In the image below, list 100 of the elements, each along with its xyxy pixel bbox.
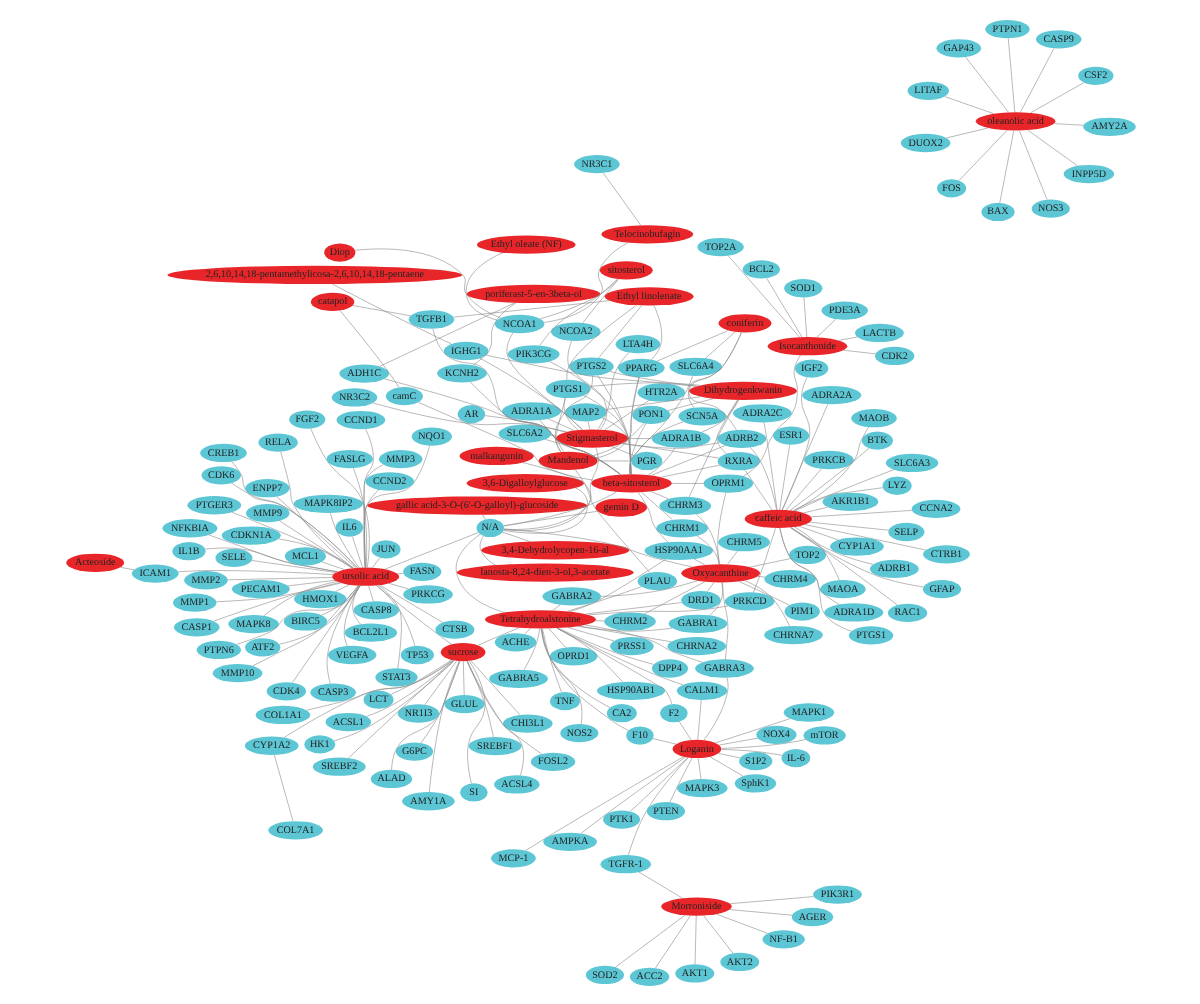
- connector: [568, 558, 665, 611]
- connector: [1006, 37, 1015, 112]
- connector: [389, 658, 451, 694]
- connector: [591, 422, 644, 456]
- connector: [334, 583, 349, 591]
- connector: [478, 534, 495, 565]
- connector: [565, 585, 641, 611]
- connector: [708, 581, 723, 615]
- connector: [694, 513, 719, 564]
- connector: [273, 753, 293, 821]
- connector: [687, 331, 741, 430]
- connector: [596, 459, 631, 461]
- connector: [600, 416, 631, 474]
- connector: [781, 376, 810, 510]
- connector: [377, 584, 401, 668]
- connector: [792, 425, 868, 511]
- connector: [540, 627, 628, 730]
- connector: [762, 421, 777, 510]
- connector: [742, 353, 800, 476]
- connector: [481, 513, 485, 519]
- connector: [655, 329, 728, 361]
- connector: [650, 444, 725, 475]
- connector: [778, 526, 839, 604]
- connector: [715, 398, 737, 453]
- connector: [706, 581, 714, 591]
- connector: [541, 627, 561, 692]
- connector: [778, 526, 851, 631]
- connector: [383, 531, 478, 569]
- connector: [728, 908, 792, 915]
- connector: [462, 660, 464, 695]
- connector: [502, 527, 692, 567]
- connector: [538, 277, 617, 345]
- connector: [576, 624, 672, 631]
- connector: [1053, 122, 1083, 125]
- connector: [943, 95, 993, 113]
- connector: [581, 277, 618, 323]
- connector: [708, 755, 743, 776]
- connector: [207, 533, 337, 572]
- connector: [802, 505, 827, 513]
- connector: [423, 659, 456, 705]
- connector: [628, 422, 646, 474]
- connector: [378, 301, 515, 366]
- connector: [539, 627, 610, 707]
- connector: [715, 912, 767, 933]
- connector: [551, 603, 560, 610]
- connector: [320, 560, 344, 569]
- connector: [726, 549, 737, 564]
- connector: [668, 756, 692, 802]
- connector: [743, 579, 789, 626]
- connector: [717, 752, 740, 758]
- connector: [637, 870, 682, 898]
- connector: [693, 914, 696, 964]
- connector: [602, 171, 640, 225]
- connector: [331, 282, 451, 344]
- connector: [651, 737, 676, 744]
- connector: [599, 579, 697, 596]
- connector: [609, 445, 634, 455]
- connector: [351, 304, 410, 316]
- connector: [646, 446, 675, 475]
- connector: [815, 317, 836, 337]
- connector: [286, 579, 335, 586]
- connector: [748, 557, 790, 567]
- connector: [654, 914, 690, 968]
- connector: [554, 374, 592, 452]
- connector: [696, 756, 701, 779]
- connector: [566, 626, 614, 641]
- connector: [502, 490, 616, 526]
- connector: [119, 566, 134, 570]
- connector: [464, 251, 503, 320]
- connector: [714, 717, 790, 743]
- connector: [596, 351, 629, 429]
- connector: [720, 581, 728, 659]
- connector: [957, 129, 1007, 180]
- connector: [1019, 47, 1054, 112]
- connector: [793, 525, 839, 580]
- connector: [636, 491, 668, 542]
- connector: [538, 277, 618, 319]
- connector: [452, 299, 609, 317]
- connector: [765, 276, 802, 337]
- connector: [362, 488, 379, 567]
- connector: [837, 335, 857, 340]
- connector: [717, 736, 757, 745]
- connector: [427, 659, 459, 792]
- connector: [502, 461, 590, 530]
- connector: [583, 623, 702, 662]
- connector: [454, 532, 504, 612]
- connector: [212, 581, 339, 621]
- connector: [692, 557, 705, 565]
- connector: [797, 524, 838, 540]
- connector: [702, 676, 728, 740]
- connector: [945, 126, 988, 138]
- connector: [282, 659, 452, 737]
- connector: [588, 381, 700, 386]
- connector: [594, 375, 639, 458]
- connector: [587, 604, 728, 615]
- connector: [555, 626, 672, 704]
- connector: [342, 584, 360, 646]
- connector: [325, 584, 359, 683]
- connector: [483, 414, 620, 474]
- connector: [594, 619, 604, 621]
